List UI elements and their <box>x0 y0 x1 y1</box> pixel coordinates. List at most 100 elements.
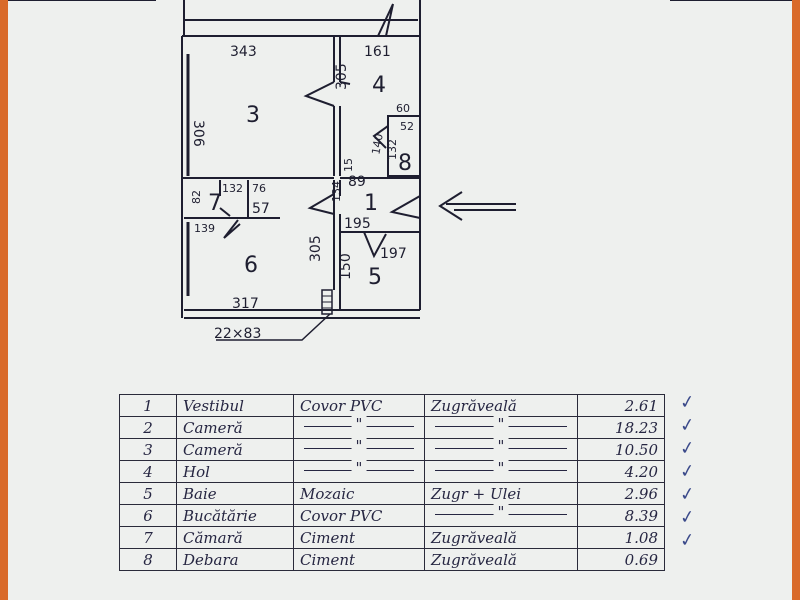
room-number-1: 1 <box>364 191 378 216</box>
ditto-mark: " <box>300 436 418 455</box>
room-area: 10.50 <box>577 438 665 461</box>
floor-plan <box>8 0 792 341</box>
check-mark-icon: ✓ <box>678 391 697 414</box>
check-mark-icon: ✓ <box>678 437 697 460</box>
room-area: 2.61 <box>577 394 665 417</box>
wall-finish: " <box>424 436 578 461</box>
room-name: Debara <box>176 548 294 571</box>
room-area: 8.39 <box>577 504 665 527</box>
wall-finish: " <box>424 414 578 439</box>
dim-140: 140 <box>369 133 385 156</box>
window-size-label: 22×83 <box>214 326 261 342</box>
floor-finish: Covor PVC <box>293 504 425 527</box>
check-mark-icon: ✓ <box>678 460 697 483</box>
room-name: Vestibul <box>176 394 294 417</box>
room-name: Hol <box>176 460 294 483</box>
document-sheet: 343 306 161 305 60 52 140 132 15 89 134 … <box>8 0 792 600</box>
room-name: Cameră <box>176 416 294 439</box>
ditto-mark: " <box>431 436 571 455</box>
room-number-7: 7 <box>208 191 222 216</box>
ditto-glyph: " <box>493 502 509 521</box>
room-area: 1.08 <box>577 526 665 549</box>
ditto-glyph: " <box>493 414 509 433</box>
row-number: 6 <box>119 504 177 527</box>
dim-150: 150 <box>338 253 354 280</box>
ditto-glyph: " <box>493 458 509 477</box>
room-area: 18.23 <box>577 416 665 439</box>
room-name: Bucătărie <box>176 504 294 527</box>
ditto-mark: " <box>431 502 571 521</box>
floor-finish: Mozaic <box>293 482 425 505</box>
dim-82: 82 <box>190 190 203 204</box>
dim-305-kitchen: 305 <box>308 235 324 262</box>
check-marks-column: ✓✓✓✓✓✓✓ <box>678 391 697 553</box>
floor-finish: " <box>293 436 425 461</box>
row-number: 1 <box>119 394 177 417</box>
row-number: 4 <box>119 460 177 483</box>
ditto-glyph: " <box>351 436 367 455</box>
ditto-mark: " <box>431 458 571 477</box>
dim-197: 197 <box>380 246 407 262</box>
dim-139: 139 <box>194 222 215 235</box>
row-number: 2 <box>119 416 177 439</box>
floor-finish: " <box>293 458 425 483</box>
row-number: 8 <box>119 548 177 571</box>
dim-305-top: 305 <box>334 63 350 90</box>
dim-132-closet: 132 <box>386 139 399 160</box>
room-number-8: 8 <box>398 151 412 176</box>
floor-plan-labels: 343 306 161 305 60 52 140 132 15 89 134 … <box>190 44 414 342</box>
check-mark-icon: ✓ <box>678 506 697 529</box>
dim-317: 317 <box>232 296 259 312</box>
dim-89: 89 <box>348 174 366 190</box>
room-name: Cameră <box>176 438 294 461</box>
check-mark-icon: ✓ <box>678 529 697 552</box>
floor-finish: " <box>293 414 425 439</box>
dim-343: 343 <box>230 44 257 60</box>
wall-finish: Zugrăveală <box>424 394 578 417</box>
room-name: Cămară <box>176 526 294 549</box>
wall-finish: Zugrăveală <box>424 548 578 571</box>
wall-finish: " <box>424 458 578 483</box>
dim-52: 52 <box>400 120 414 133</box>
room-number-3: 3 <box>246 103 260 128</box>
ditto-glyph: " <box>493 436 509 455</box>
wall-finish: " <box>424 502 578 527</box>
wall-finish: Zugrăveală <box>424 526 578 549</box>
dim-195: 195 <box>344 216 371 232</box>
dim-57: 57 <box>252 201 270 217</box>
dim-134: 134 <box>330 181 343 202</box>
floor-finish: Covor PVC <box>293 394 425 417</box>
room-area: 0.69 <box>577 548 665 571</box>
room-number-6: 6 <box>244 253 258 278</box>
room-number-5: 5 <box>368 265 382 290</box>
dim-161: 161 <box>364 44 391 60</box>
wall-finish: Zugr + Ulei <box>424 482 578 505</box>
room-number-4: 4 <box>372 73 386 98</box>
ditto-mark: " <box>300 414 418 433</box>
check-mark-icon: ✓ <box>678 414 697 437</box>
ditto-mark: " <box>431 414 571 433</box>
row-number: 5 <box>119 482 177 505</box>
room-name: Baie <box>176 482 294 505</box>
floor-finish: Ciment <box>293 548 425 571</box>
dim-60: 60 <box>396 102 410 115</box>
ditto-glyph: " <box>351 458 367 477</box>
dim-132-pantry: 132 <box>222 182 243 195</box>
floor-finish: Ciment <box>293 526 425 549</box>
dim-306: 306 <box>190 120 206 147</box>
room-area: 2.96 <box>577 482 665 505</box>
dim-15: 15 <box>342 158 355 172</box>
ditto-mark: " <box>300 458 418 477</box>
ditto-glyph: " <box>351 414 367 433</box>
room-area: 4.20 <box>577 460 665 483</box>
row-number: 3 <box>119 438 177 461</box>
